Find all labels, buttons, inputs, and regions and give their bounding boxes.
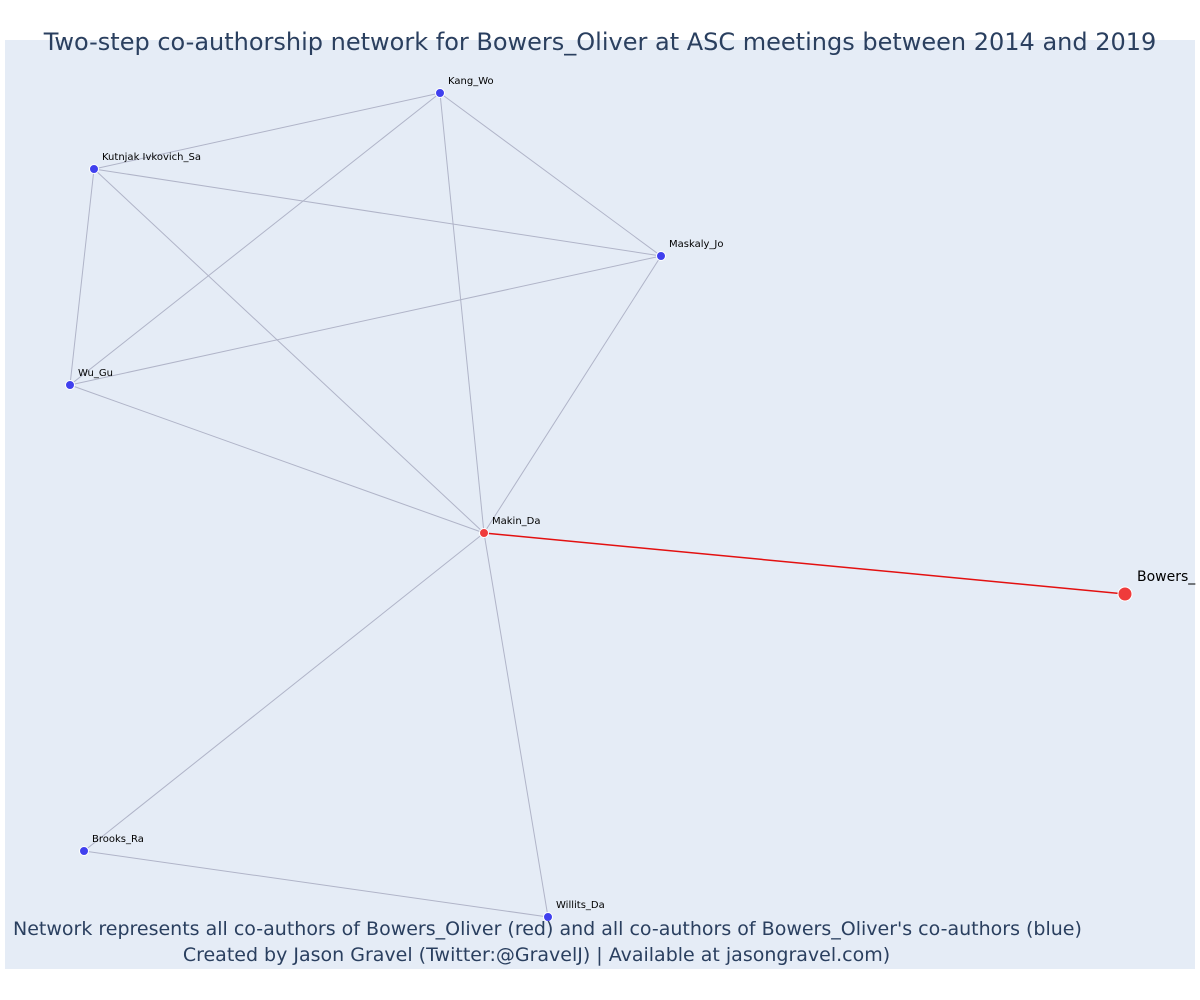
node-label-4: Makin_Da [492,516,541,527]
nodes-layer [65,88,1133,922]
node-3[interactable] [65,380,75,390]
node-1[interactable] [89,164,99,174]
edge-1 [439,92,662,257]
caption-line-1: Network represents all co-authors of Bow… [13,918,1082,940]
node-label-6: Brooks_Ra [92,834,144,845]
node-label-7: Willits_Da [556,900,605,911]
edge-2 [69,92,441,386]
node-label-0: Kang_Wo [448,76,494,87]
edge-4 [93,168,662,257]
edge-13 [483,532,1126,595]
edge-3 [439,92,485,534]
edges-layer [69,92,1126,918]
edge-5 [69,168,95,386]
chart-title: Two-step co-authorship network for Bower… [43,28,1157,56]
edge-6 [93,168,485,534]
node-label-3: Wu_Gu [78,368,113,379]
node-5[interactable] [1117,586,1133,602]
caption-line-2: Created by Jason Gravel (Twitter:@Gravel… [182,944,891,966]
plot-background [5,40,1195,969]
node-label-5: Bowers_ [1137,569,1196,585]
node-4[interactable] [479,528,489,538]
edge-10 [83,532,485,852]
edge-8 [483,255,662,534]
node-label-2: Maskaly_Jo [669,239,723,250]
edge-0 [93,92,441,170]
edge-11 [483,532,549,918]
edge-7 [69,255,662,386]
node-7[interactable] [543,912,553,922]
edge-9 [69,384,485,534]
edge-12 [83,850,549,918]
node-0[interactable] [435,88,445,98]
node-2[interactable] [656,251,666,261]
node-label-1: Kutnjak Ivkovich_Sa [102,152,201,163]
node-6[interactable] [79,846,89,856]
